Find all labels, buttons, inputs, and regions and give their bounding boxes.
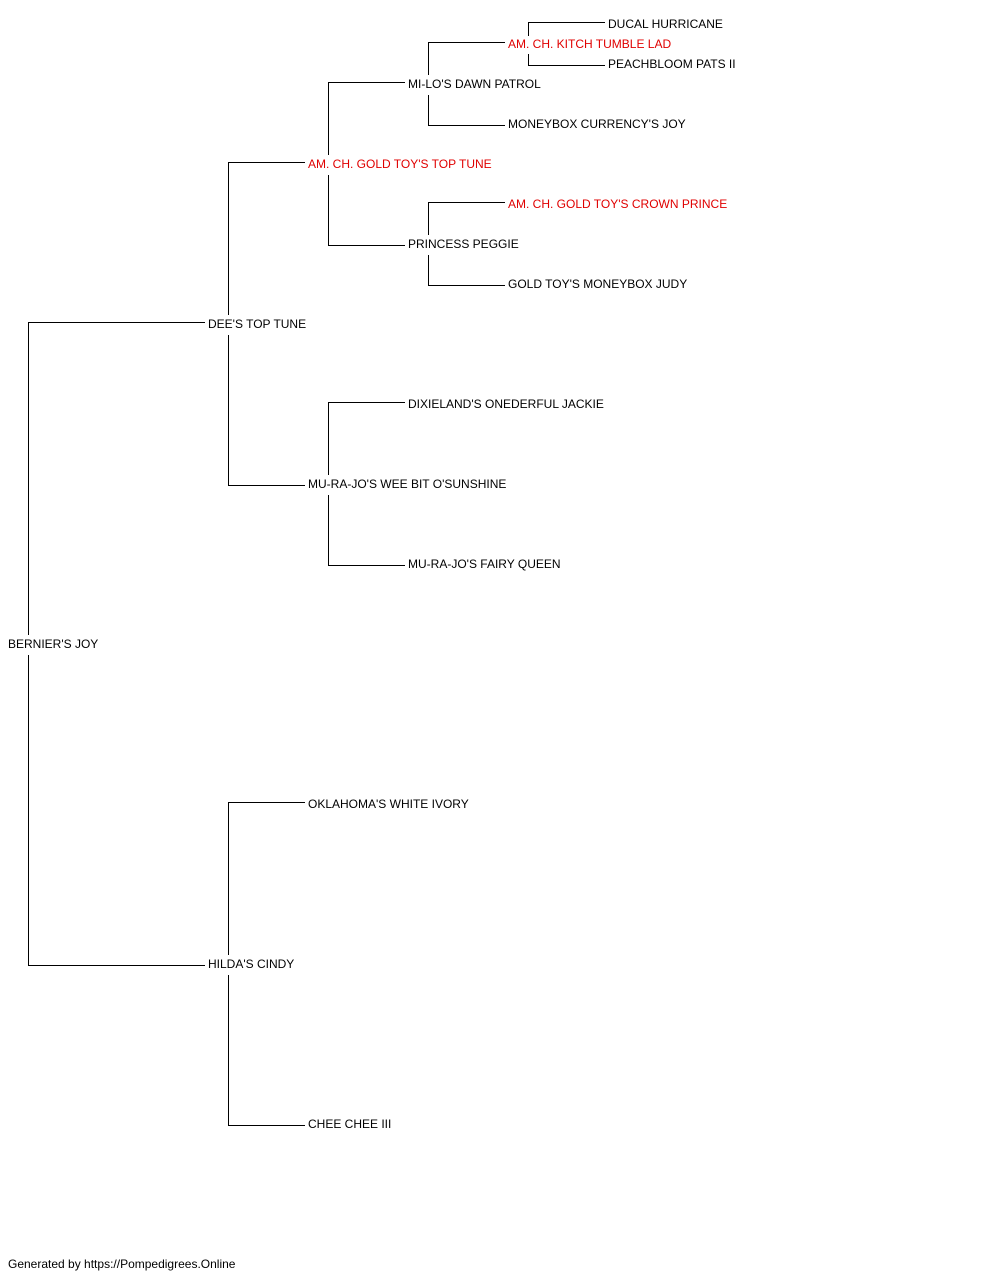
pedigree-node-wee-bit-osunshine: MU-RA-JO'S WEE BIT O'SUNSHINE xyxy=(308,477,509,491)
connector-dam xyxy=(228,802,305,1126)
pedigree-node-mu-ra-jos-fairy-queen: MU-RA-JO'S FAIRY QUEEN xyxy=(408,557,563,571)
pedigree-node-dixielands-onederful-jackie: DIXIELAND'S ONEDERFUL JACKIE xyxy=(408,397,606,411)
pedigree-node-dees-top-tune: DEE'S TOP TUNE xyxy=(208,317,309,331)
pedigree-node-peachbloom-pats-ii: PEACHBLOOM PATS II xyxy=(608,57,738,71)
pedigree-node-princess-peggie: PRINCESS PEGGIE xyxy=(408,237,521,251)
pedigree-node-moneybox-currencys-joy: MONEYBOX CURRENCY'S JOY xyxy=(508,117,688,131)
pedigree-node-hildas-cindy: HILDA'S CINDY xyxy=(208,957,297,971)
pedigree-node-berniers-joy: BERNIER'S JOY xyxy=(8,637,101,651)
generated-by-footer: Generated by https://Pompedigrees.Online xyxy=(8,1257,236,1271)
pedigree-node-mi-los-dawn-patrol: MI-LO'S DAWN PATROL xyxy=(408,77,543,91)
pedigree-node-oklahomas-white-ivory: OKLAHOMA'S WHITE IVORY xyxy=(308,797,471,811)
connector-subject xyxy=(28,322,205,966)
pedigree-node-chee-chee-iii: CHEE CHEE III xyxy=(308,1117,394,1131)
connector-ssd xyxy=(428,202,505,286)
pedigree-node-gold-toys-crown-prince: AM. CH. GOLD TOY'S CROWN PRINCE xyxy=(508,197,730,211)
connector-sd xyxy=(328,402,405,566)
pedigree-node-kitch-tumble-lad: AM. CH. KITCH TUMBLE LAD xyxy=(508,37,674,51)
pedigree-node-ducal-hurricane: DUCAL HURRICANE xyxy=(608,17,725,31)
pedigree-node-gold-toys-top-tune: AM. CH. GOLD TOY'S TOP TUNE xyxy=(308,157,494,171)
connector-sss xyxy=(428,42,505,126)
pedigree-node-gold-toys-moneybox-judy: GOLD TOY'S MONEYBOX JUDY xyxy=(508,277,690,291)
connector-sire-sire xyxy=(328,82,405,246)
connector-sire xyxy=(228,162,305,486)
connector-ssss xyxy=(528,22,605,66)
